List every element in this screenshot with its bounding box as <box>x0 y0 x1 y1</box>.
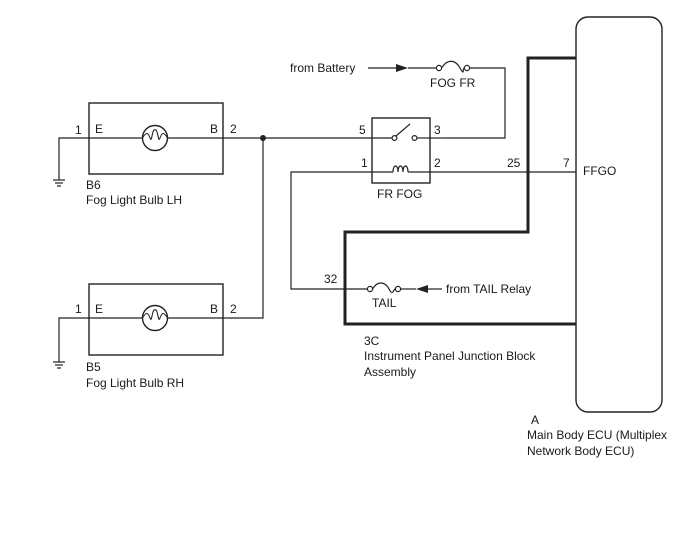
lh-pin-b: B <box>210 122 218 136</box>
rh-bulb-code: B5 <box>86 360 101 374</box>
fog-fr-fuse <box>435 60 471 73</box>
lh-pin-2: 2 <box>230 122 237 136</box>
ecu-name-line2: Network Body ECU) <box>527 444 634 458</box>
junction-block-outline <box>343 56 576 326</box>
main-body-ecu-block <box>575 16 663 413</box>
relay-pin-5: 5 <box>359 123 366 137</box>
ecu-code: A <box>531 413 539 427</box>
lh-ground-wire <box>58 137 89 180</box>
ecu-pin-7: 7 <box>563 156 570 170</box>
jb-pin-32: 32 <box>324 272 338 286</box>
jb-name-line1: Instrument Panel Junction Block <box>364 349 536 363</box>
rh-ground-wire <box>58 317 89 362</box>
lh-lamp-icon <box>141 124 169 152</box>
relay-switch <box>372 123 444 142</box>
ecu-name-line1: Main Body ECU (Multiplex <box>527 428 667 442</box>
jb-pin-25: 25 <box>507 156 521 170</box>
lh-bulb-name: Fog Light Bulb LH <box>86 193 182 207</box>
rh-lamp-icon <box>141 304 169 332</box>
rh-pin-2: 2 <box>230 302 237 316</box>
fog-fr-label: FOG FR <box>430 76 476 90</box>
from-battery-label: from Battery <box>290 61 355 75</box>
jb-code: 3C <box>364 334 380 348</box>
relay-coil-icon <box>372 165 430 173</box>
tail-label: TAIL <box>372 296 397 310</box>
rh-bulb-name: Fog Light Bulb RH <box>86 376 184 390</box>
lh-pin-e: E <box>95 122 103 136</box>
from-tail-relay-arrow <box>416 285 442 293</box>
from-battery-arrow <box>368 64 436 72</box>
ffgo-label: FFGO <box>583 164 616 178</box>
rh-bulb-feed-wire <box>223 138 264 319</box>
fr-fog-relay <box>371 117 431 184</box>
lh-bulb-code: B6 <box>86 178 101 192</box>
relay-pin-1: 1 <box>361 156 368 170</box>
jb-name-line2: Assembly <box>364 365 416 379</box>
from-tail-relay-label: from TAIL Relay <box>446 282 531 296</box>
rh-pin-1: 1 <box>75 302 82 316</box>
rh-pin-e: E <box>95 302 103 316</box>
lh-ground-icon <box>53 179 65 187</box>
relay-pin-3: 3 <box>434 123 441 137</box>
lh-pin-1: 1 <box>75 123 82 137</box>
relay-pin-2: 2 <box>434 156 441 170</box>
fr-fog-label: FR FOG <box>377 187 422 201</box>
rh-ground-icon <box>53 361 65 369</box>
tail-fuse <box>366 282 416 294</box>
coil-to-tail-wire <box>290 171 372 290</box>
rh-pin-b: B <box>210 302 218 316</box>
fuse-to-relay-wire <box>444 67 506 139</box>
